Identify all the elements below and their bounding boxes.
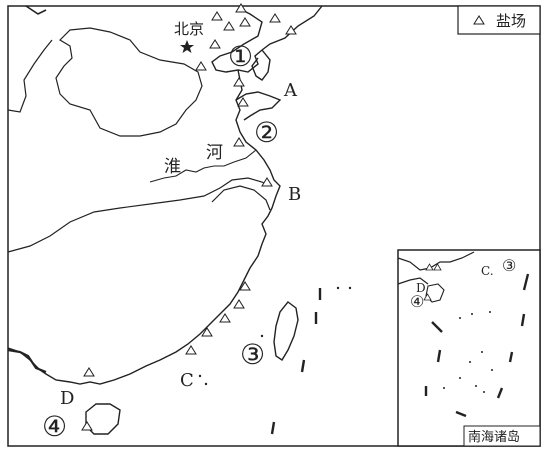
point-c-label: C [180,370,194,391]
point-d-label: D [60,388,74,409]
taiwan-island [273,301,299,361]
region-4-label: ④ [42,410,67,443]
huaihe-label-1: 淮 [164,157,181,177]
legend-label: 盐场 [496,12,526,30]
beijing-star-icon [180,40,194,53]
huaihe-river [149,149,257,183]
inset-label-d: D [416,281,426,295]
yangtze-boundary [7,177,271,253]
northeast-border [25,5,47,15]
point-b-label: B [288,184,301,205]
legend: 盐场 [457,5,541,35]
region-3-label: ③ [240,338,265,371]
sea-dots [198,286,352,386]
liaodong-coast [251,49,271,81]
point-a-label: A [283,80,298,101]
shandong-coast [235,91,282,121]
inset-num-4: ④ [410,292,424,311]
north-outer-boundary [7,39,53,113]
coastline [7,5,323,385]
region-1-label: ① [228,40,253,73]
north-boundary [55,27,203,137]
inset-label-c: C. [481,264,494,278]
region-2-label: ② [254,116,279,149]
southwest-border [7,348,47,374]
salt-field-markers [81,3,297,431]
jiangnan-boundary [211,185,271,211]
beijing-label: 北京 [174,20,204,38]
huaihe-label-2: 河 [206,143,223,163]
inset-title: 南海诸岛 [468,429,520,445]
maritime-dashes [270,288,322,435]
legend-triangle-icon [473,15,485,25]
inset-num-3: ③ [502,256,516,275]
south-sea-inset: C. ③ D ④ 南海诸岛 [397,249,541,447]
